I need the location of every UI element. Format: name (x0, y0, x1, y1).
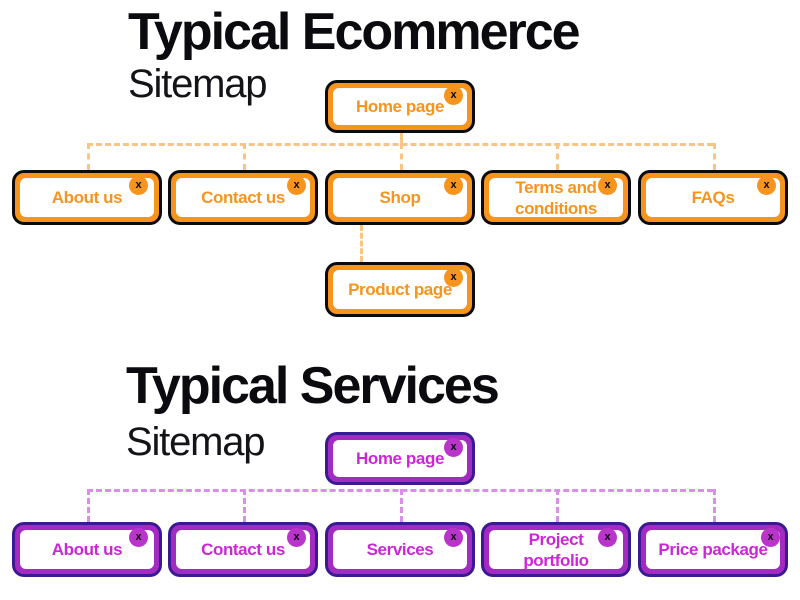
node-label: Home page (355, 449, 445, 468)
close-icon[interactable]: x (757, 176, 776, 195)
ecommerce-section-subtitle: Sitemap (128, 62, 268, 106)
node-label: Contact us (201, 188, 285, 207)
node-label: Product page (348, 280, 452, 299)
services-section-subtitle: Sitemap (126, 420, 266, 464)
ecommerce-node-terms-and-conditions[interactable]: Terms and conditions x (481, 170, 631, 225)
close-icon[interactable]: x (598, 528, 617, 547)
node-label: Contact us (201, 540, 285, 559)
node-label: Terms and conditions (515, 177, 597, 218)
node-label: About us (51, 188, 123, 207)
node-label: Home page (355, 97, 445, 116)
connector-drop-3 (400, 143, 403, 170)
services-node-about-us[interactable]: About us x (12, 522, 162, 577)
services-node-contact-us[interactable]: Contact us x (168, 522, 318, 577)
ecommerce-section-title: Typical Ecommerce (128, 3, 581, 61)
services-node-services[interactable]: Services x (325, 522, 475, 577)
connector-drop-5 (713, 143, 716, 170)
services-node-home-page[interactable]: Home page x (325, 432, 475, 485)
node-label: FAQs (691, 188, 735, 207)
close-icon[interactable]: x (598, 176, 617, 195)
connector-drop-1 (87, 143, 90, 170)
connector-drop-2 (243, 143, 246, 170)
connector-drop-4 (556, 489, 559, 522)
close-icon[interactable]: x (444, 176, 463, 195)
close-icon[interactable]: x (444, 528, 463, 547)
node-face: Project portfolio (489, 529, 623, 570)
connector-root-stem (400, 133, 403, 143)
ecommerce-node-product-page[interactable]: Product page x (325, 262, 475, 317)
ecommerce-node-shop[interactable]: Shop x (325, 170, 475, 225)
node-label: Price package (658, 540, 768, 559)
node-label: Project portfolio (523, 529, 589, 570)
node-border-band: Price package (641, 525, 785, 574)
ecommerce-node-about-us[interactable]: About us x (12, 170, 162, 225)
node-face: Price package (646, 530, 780, 569)
close-icon[interactable]: x (129, 176, 148, 195)
ecommerce-node-contact-us[interactable]: Contact us x (168, 170, 318, 225)
close-icon[interactable]: x (444, 268, 463, 287)
services-section-title: Typical Services (126, 357, 500, 415)
connector-drop-2 (243, 489, 246, 522)
node-label: Services (366, 540, 434, 559)
close-icon[interactable]: x (287, 528, 306, 547)
node-border-band: About us (15, 525, 159, 574)
node-label: About us (51, 540, 123, 559)
close-icon[interactable]: x (444, 86, 463, 105)
close-icon[interactable]: x (761, 528, 780, 547)
ecommerce-node-home-page[interactable]: Home page x (325, 80, 475, 133)
connector-shop-to-product-page (360, 225, 363, 262)
connector-drop-5 (713, 489, 716, 522)
node-label: Shop (379, 188, 421, 207)
services-node-project-portfolio[interactable]: Project portfolio x (481, 522, 631, 577)
connector-drop-1 (87, 489, 90, 522)
close-icon[interactable]: x (129, 528, 148, 547)
connector-drop-3 (400, 489, 403, 522)
services-node-price-package[interactable]: Price package x (638, 522, 788, 577)
close-icon[interactable]: x (287, 176, 306, 195)
connector-drop-4 (556, 143, 559, 170)
ecommerce-node-faqs[interactable]: FAQs x (638, 170, 788, 225)
close-icon[interactable]: x (444, 438, 463, 457)
